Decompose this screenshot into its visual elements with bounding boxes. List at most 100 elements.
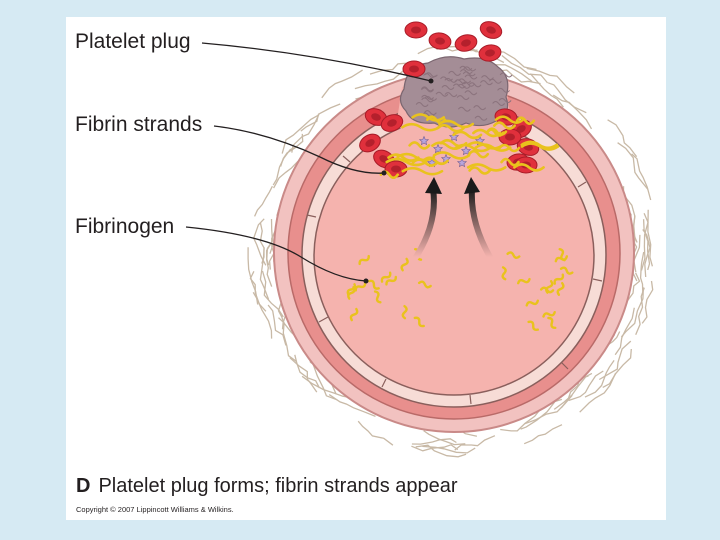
plug-texture-mark [488,78,502,84]
fibrinogen-molecule [525,299,539,307]
adventitia-fiber [523,424,563,445]
fibrin-strand [467,149,490,159]
fibrinogen-particles [346,247,574,332]
fibrin-strand [387,153,420,162]
adventitia-fiber [254,185,273,217]
fibrin-strand [494,115,525,124]
adventitia-fiber [266,218,274,266]
fibrin-strand [520,142,560,151]
adventitia-fiber [415,444,467,458]
fibrinogen-molecule [542,311,556,318]
plug-texture-mark [457,83,471,89]
adventitia-fiber [547,82,587,114]
red-blood-cell [404,21,428,39]
plug-texture-mark [457,106,471,112]
fibrinogen-molecule [545,280,554,294]
label-fibrinogen: Fibrinogen [75,215,175,238]
adventitia-fiber [568,370,604,402]
plug-texture-mark [497,87,510,93]
fibrinogen-molecule [553,273,565,285]
adventitia-fiber [640,212,649,271]
fibrin-strand [454,143,492,153]
fibrin-strand [438,119,475,129]
adventitia-fiber [501,54,549,84]
adventitia-fiber [607,119,638,158]
adventitia-fiber [553,372,593,410]
fibrinogen-molecule [501,266,507,281]
endothelium-lines [306,155,603,405]
fibrinogen-molecule [506,251,521,260]
fibrin-strand [432,151,471,160]
adventitia-fiber [357,420,394,446]
fibrinogen-molecule [559,266,574,275]
plug-texture-mark [421,94,434,100]
adventitia-fiber [300,103,341,132]
fibrinogen-molecule [527,320,539,332]
adventitia-fiber [584,360,615,398]
adventitia-fiber [422,445,476,454]
fibrinogen-molecule [417,280,432,289]
fibrin-strand [515,116,536,125]
fibrin-strands [379,113,560,179]
fibrinogen-molecule [354,281,367,292]
vessel-lumen [313,120,595,396]
plug-texture-mark [415,102,429,108]
fibrinogen-molecule [349,307,359,322]
fibrinogen-molecule [373,290,382,304]
leader-lines [185,42,432,282]
fibrin-strand [385,157,428,167]
platelet [456,157,468,168]
plug-texture-mark [452,83,466,89]
figure-panel: Platelet plug Fibrin strands Fibrinogen … [66,17,666,520]
plug-texture-mark [458,78,472,84]
plug-texture-mark [441,84,455,90]
fibrinogen-molecule [413,316,425,328]
red-blood-cell [479,21,503,39]
platelets [418,131,486,168]
adventitia-fiber [642,219,651,271]
plug-texture-mark [461,81,475,87]
adventitia-fiber [598,340,632,381]
plug-texture-mark [480,80,493,86]
plug-texture-mark [421,87,434,93]
fibrin-strand [468,166,492,175]
fibrin-strand [396,152,436,162]
plug-texture-mark [459,69,473,75]
red-blood-cell [498,128,522,146]
plug-texture-mark [499,72,513,78]
fibrinogen-molecule [346,283,357,296]
adventitia-fiber [321,69,363,99]
caption-text: Platelet plug forms; fibrin strands appe… [98,475,458,497]
adventitia-fiber [500,406,544,432]
adventitia-fiber [454,435,496,451]
plug-texture-mark [474,115,488,121]
platelet [432,143,444,154]
label-platelet-plug: Platelet plug [75,30,191,53]
fibrin-strand [436,123,465,133]
adventitia-fiber [423,430,466,446]
fibrinogen-molecule [385,275,397,286]
fibrin-strand [408,141,431,150]
adventitia-fiber [579,372,617,413]
platelet [418,135,430,146]
fibrin-strand [485,128,505,137]
vessel-diagram [185,21,654,458]
fibrinogen-molecule [547,316,557,330]
adventitia-fiber [411,444,459,452]
fibrinogen-molecule [380,271,392,283]
flow-arrow-left [413,177,442,260]
fibrin-strand [422,156,449,166]
red-blood-cell [478,44,502,62]
fibrinogen-molecule [367,279,380,290]
adventitia-fiber [294,354,320,389]
platelet-plug-texture [415,65,513,121]
red-blood-cell [454,34,478,52]
plug-texture-mark [464,90,478,96]
flow-arrow-right [464,177,493,260]
plug-texture-mark [423,110,437,116]
plug-texture-mark [424,72,438,78]
plug-texture-mark [473,105,487,111]
label-fibrin-strands: Fibrin strands [75,113,203,136]
adventitia-fiber [526,67,575,94]
